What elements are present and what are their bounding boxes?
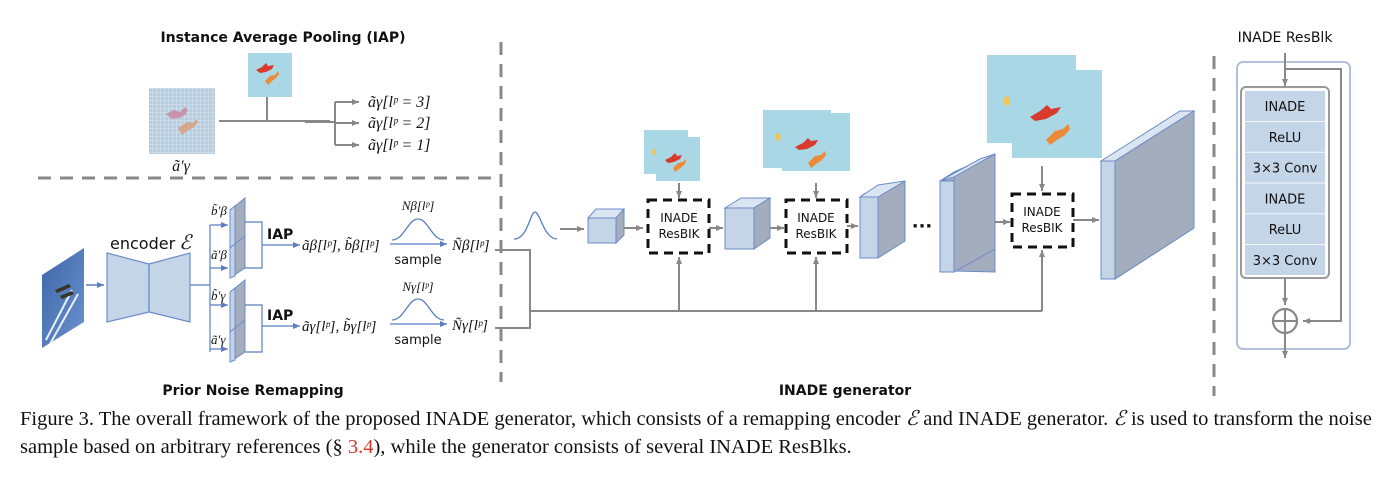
inade-resblk-2: INADE ResBIK [784,198,849,255]
iap-label-gamma: IAP [267,308,293,324]
iap-output-2: ãγ[lᵖ = 2] [368,115,431,132]
inade-block-2-line1: INADE [797,211,835,225]
resblk-layer-label: 3×3 Conv [1253,254,1318,269]
iap-output-1: ãγ[lᵖ = 1] [368,137,431,154]
prior-section-title: Prior Noise Remapping [162,383,343,399]
resblk-layer-label: 3×3 Conv [1253,162,1318,177]
seg-map-small [248,53,292,97]
resblk-layer-label: INADE [1265,192,1306,207]
encoder-symbol: ℰ [179,232,193,254]
gamma-gaussian-icon [391,298,445,321]
seg-map-1 [644,130,700,181]
encoder-branches [190,222,228,352]
add-icon [1271,307,1299,335]
section-reference-link[interactable]: 3.4 [347,436,374,458]
gamma-params: ãγ[lᵖ], b̃γ[lᵖ] [302,318,377,335]
iap-label-beta: IAP [267,227,293,243]
fmap-label-a-gamma: ã′γ [211,332,226,347]
seg-map-2 [763,110,850,171]
feature-map-a-gamma [229,318,246,363]
fmap-label-b-beta: b̃′β [211,203,227,218]
resblk-outer-frame [1236,61,1351,350]
seg-map-3 [987,55,1102,158]
gamma-dist-label: Nγ[lᵖ] [401,279,433,294]
feature-slab-4 [939,153,996,273]
caption-encoder-symbol-2: ℰ [1113,406,1126,430]
resblk-layer-label: INADE [1265,100,1306,115]
caption-mid-2: is used to transform the noise sample ba… [20,408,1372,458]
framework-figure: Instance Average Pooling (IAP) ã′γ ãγ[lᵖ… [38,30,1351,399]
beta-params: ãβ[lᵖ], b̃β[lᵖ] [302,237,380,254]
resblk-layer [1245,245,1325,275]
gamma-sample-label: sample [394,333,441,348]
resblk-layer-label: ReLU [1269,131,1302,146]
inade-block-1-line2: ResBIK [658,227,700,241]
iap-input-label: ã′γ [172,158,191,175]
feature-map-a-beta [229,234,246,279]
inade-block-2-line2: ResBIK [795,227,837,241]
reference-image [42,248,84,348]
encoder-shape [106,252,191,323]
caption-mid-1: and INADE generator. [918,408,1114,430]
inade-block-3-line1: INADE [1023,205,1061,219]
resblk-layer [1245,152,1325,183]
gamma-result: Ñγ[lᵖ] [451,317,488,334]
caption-suffix: ), while the generator consists of sever… [373,436,852,458]
inade-block-3-line2: ResBIK [1021,221,1063,235]
encoder-label-text: encoder [110,234,176,253]
output-slab [1099,110,1196,280]
iap-brackets [245,221,300,353]
iap-output-3: ãγ[lᵖ = 3] [368,94,431,111]
noise-gaussian-icon [513,211,558,240]
resblk-layer-label: ReLU [1269,223,1302,238]
feature-maps [229,196,246,363]
inade-resblk-1: INADE ResBIK [646,198,711,255]
fmap-label-a-beta: ã′β [211,247,227,262]
caption-encoder-symbol-1: ℰ [905,406,919,430]
beta-result: Ñβ[lᵖ] [451,237,490,254]
inade-block-1-line1: INADE [660,211,698,225]
resblk-layer [1245,183,1325,214]
noisy-feature-map [149,88,215,154]
noise-bus [495,249,1045,329]
feature-cube-1 [586,207,626,245]
resblk-layer [1245,214,1325,245]
caption-prefix: Figure 3. The overall framework of the p… [20,408,906,430]
beta-dist-label: Nβ[lᵖ] [401,198,435,213]
resblk-layer [1245,91,1325,121]
resblk-layer [1245,121,1325,152]
iap-section-title: Instance Average Pooling (IAP) [160,30,405,46]
generator-ellipsis: ··· [912,216,933,237]
generator-section-title: INADE generator [779,383,911,399]
beta-sample-label: sample [394,253,441,268]
resblk-title: INADE ResBlk [1238,30,1334,46]
skip-connection [1285,68,1342,324]
figure-caption: Figure 3. The overall framework of the p… [20,404,1380,461]
feature-slab-3 [858,180,906,259]
fmap-label-b-gamma: b̃′γ [211,288,226,303]
inade-resblk-3: INADE ResBIK [1010,192,1075,249]
feature-cube-2 [723,197,772,250]
beta-gaussian-icon [391,218,445,241]
